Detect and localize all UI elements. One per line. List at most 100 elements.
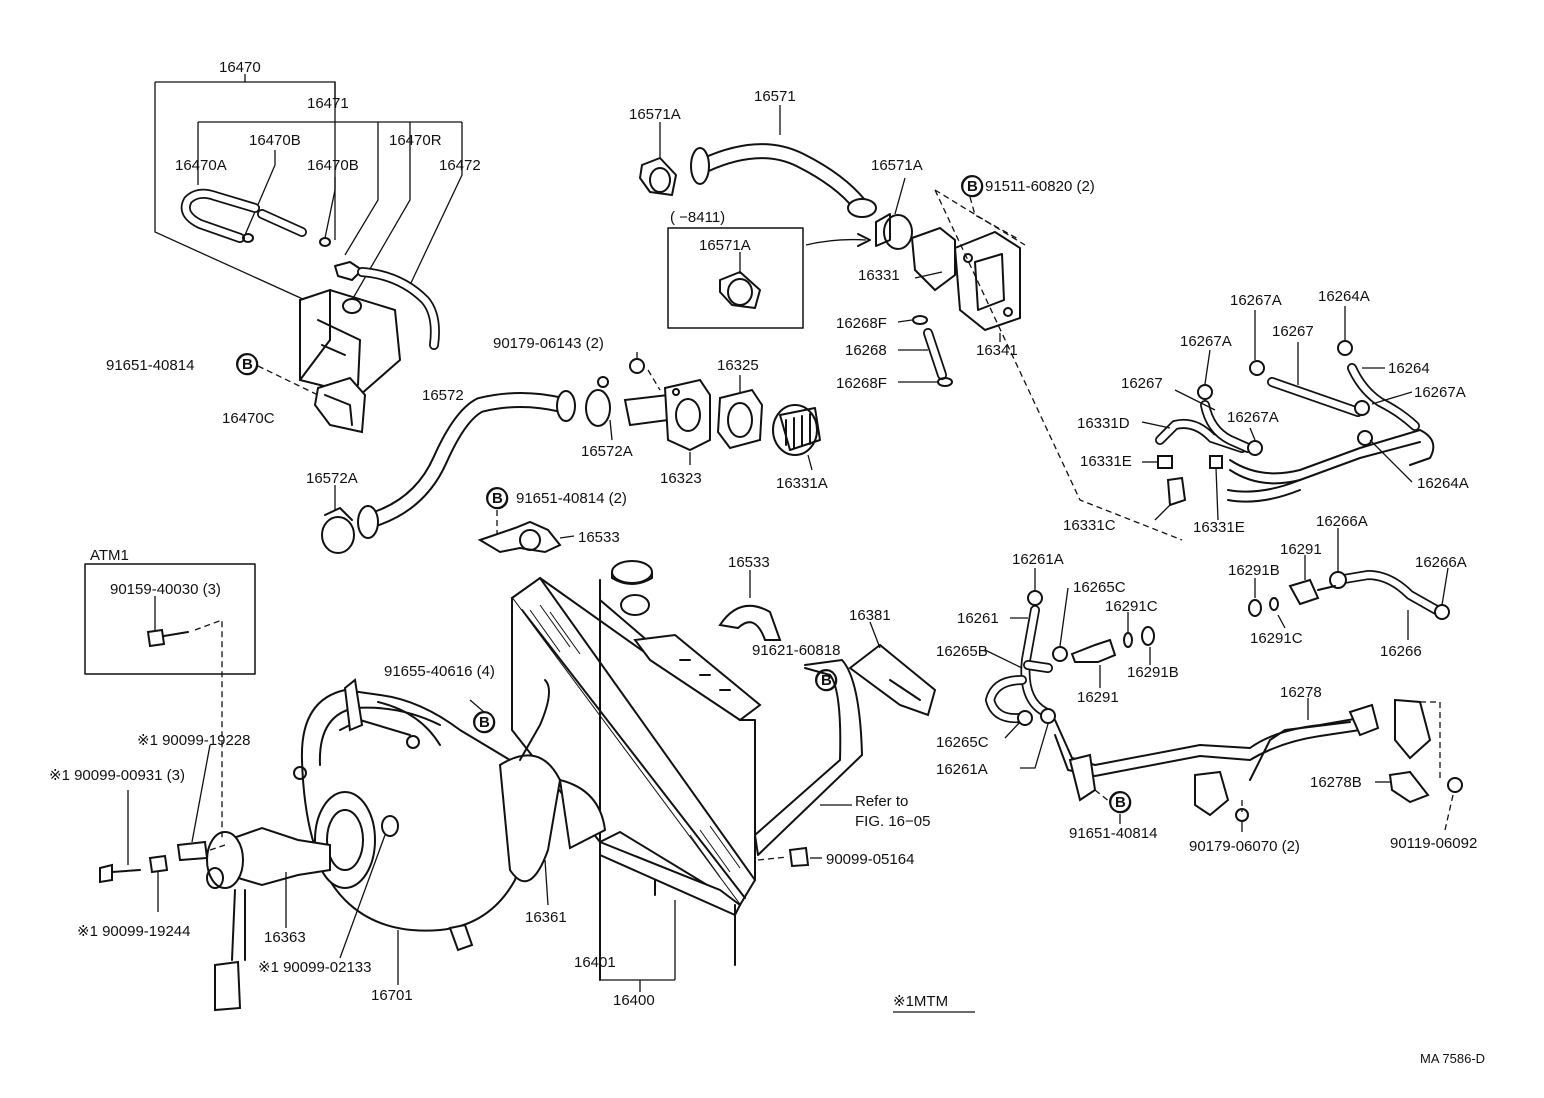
label-16268f-a: 16268F	[836, 315, 887, 332]
b-marker-circle	[236, 353, 259, 376]
diagram-id: MA 7586-D	[1420, 1051, 1485, 1066]
label-16470c: 16470C	[222, 410, 275, 427]
label-16268f-b: 16268F	[836, 375, 887, 392]
label-16291-b: 16291	[1077, 689, 1119, 706]
label-16264: 16264	[1388, 360, 1430, 377]
label-16291c-b: 16291C	[1105, 598, 1158, 615]
b-marker-icon: B	[821, 672, 832, 689]
label-16381: 16381	[849, 607, 891, 624]
label-16331e-a: 16331E	[1080, 453, 1132, 470]
label-16470b-b: 16470B	[307, 157, 359, 174]
note-mtm: ※1MTM	[893, 993, 948, 1010]
label-16331e-b: 16331E	[1193, 519, 1245, 536]
label-16341: 16341	[976, 342, 1018, 359]
label-16264a-b: 16264A	[1417, 475, 1469, 492]
label-16401: 16401	[574, 954, 616, 971]
label-16267a-b: 16267A	[1180, 333, 1232, 350]
label-16266a-a: 16266A	[1316, 513, 1368, 530]
label-91651-40814-a: 91651-40814	[106, 357, 194, 374]
reservoir-tank-group	[154, 74, 463, 434]
b-marker-circle	[486, 487, 509, 510]
label-16278b: 16278B	[1310, 774, 1362, 791]
label-16266a-b: 16266A	[1415, 554, 1467, 571]
label-16265c-a: 16265C	[1073, 579, 1126, 596]
inset-range-text: ( −8411)	[670, 209, 725, 226]
lower-hose-thermostat-group	[321, 352, 821, 554]
label-16264a-a: 16264A	[1318, 288, 1370, 305]
label-16331: 16331	[858, 267, 900, 284]
label-16571a-a: 16571A	[629, 106, 681, 123]
label-16331c: 16331C	[1063, 517, 1116, 534]
label-16533-b: 16533	[728, 554, 770, 571]
radiator-group	[510, 560, 937, 992]
label-16291b-b: 16291B	[1127, 664, 1179, 681]
label-90099-05164: 90099-05164	[826, 851, 914, 868]
label-90179-06143: 90179-06143 (2)	[493, 335, 604, 352]
label-16572a-a: 16572A	[306, 470, 358, 487]
upper-radiator-hose-group	[639, 105, 1183, 541]
b-marker-icon: B	[1115, 794, 1126, 811]
b-marker-circle	[1109, 791, 1132, 814]
fan-shroud-group	[99, 678, 607, 1012]
label-16325: 16325	[717, 357, 759, 374]
label-16291b-a: 16291B	[1228, 562, 1280, 579]
b-marker-icon: B	[479, 714, 490, 731]
label-16361: 16361	[525, 909, 567, 926]
label-91651-40814-2: 91651-40814 (2)	[516, 490, 627, 507]
inset-range-part-label: 16571A	[699, 237, 751, 254]
heater-pipe-16278	[1054, 698, 1463, 832]
label-16331a: 16331A	[776, 475, 828, 492]
heater-pipes-group	[1141, 306, 1435, 521]
label-91511-60820: 91511-60820 (2)	[985, 178, 1095, 195]
label-16266: 16266	[1380, 643, 1422, 660]
label-90119-06092: 90119-06092	[1390, 835, 1477, 852]
label-91651-40814-b: 91651-40814	[1069, 825, 1157, 842]
label-16471: 16471	[307, 95, 349, 112]
label-16572a-b: 16572A	[581, 443, 633, 460]
label-16533-a: 16533	[578, 529, 620, 546]
label-90099-00931: ※1 90099-00931 (3)	[49, 767, 185, 784]
label-90099-02133: ※1 90099-02133	[258, 959, 372, 976]
inset-atm-box	[84, 563, 256, 840]
label-16267-b: 16267	[1121, 375, 1163, 392]
label-16291-a: 16291	[1280, 541, 1322, 558]
inset-atm-title: ATM1	[90, 547, 129, 564]
label-16265c-b: 16265C	[936, 734, 989, 751]
b-marker-icon: B	[967, 178, 978, 195]
b-marker-circle	[961, 175, 984, 198]
refer-to-line1: Refer to	[855, 793, 908, 810]
label-16267a-c: 16267A	[1414, 384, 1466, 401]
refer-to-line2: FIG. 16−05	[855, 813, 930, 830]
label-16323: 16323	[660, 470, 702, 487]
label-16470b-a: 16470B	[249, 132, 301, 149]
label-90179-06070: 90179-06070 (2)	[1189, 838, 1300, 855]
label-16571a-b: 16571A	[871, 157, 923, 174]
label-16400: 16400	[613, 992, 655, 1009]
label-16261: 16261	[957, 610, 999, 627]
label-layer: 16470 16471 16470B 16470R 16470A 16470B …	[49, 59, 1485, 1066]
label-90099-19244: ※1 90099-19244	[77, 923, 191, 940]
label-16267a-d: 16267A	[1227, 409, 1279, 426]
label-16701: 16701	[371, 987, 413, 1004]
label-16572: 16572	[422, 387, 464, 404]
label-16278: 16278	[1280, 684, 1322, 701]
label-16363: 16363	[264, 929, 306, 946]
label-16267a-a: 16267A	[1230, 292, 1282, 309]
label-16267-a: 16267	[1272, 323, 1314, 340]
label-90099-19228: ※1 90099-19228	[137, 732, 251, 749]
label-16470r: 16470R	[389, 132, 442, 149]
label-16472: 16472	[439, 157, 481, 174]
inset-atm-bolt-label: 90159-40030 (3)	[110, 581, 221, 598]
b-marker-circle	[473, 711, 496, 734]
label-16261a-a: 16261A	[1012, 551, 1064, 568]
label-16571: 16571	[754, 88, 796, 105]
b-marker-icon: B	[242, 356, 253, 373]
label-16261a-b: 16261A	[936, 761, 988, 778]
label-91655-40616: 91655-40616 (4)	[384, 663, 495, 680]
water-valve-group	[984, 528, 1450, 769]
label-16331d: 16331D	[1077, 415, 1130, 432]
b-marker-icon: B	[492, 490, 503, 507]
label-16265b: 16265B	[936, 643, 988, 660]
